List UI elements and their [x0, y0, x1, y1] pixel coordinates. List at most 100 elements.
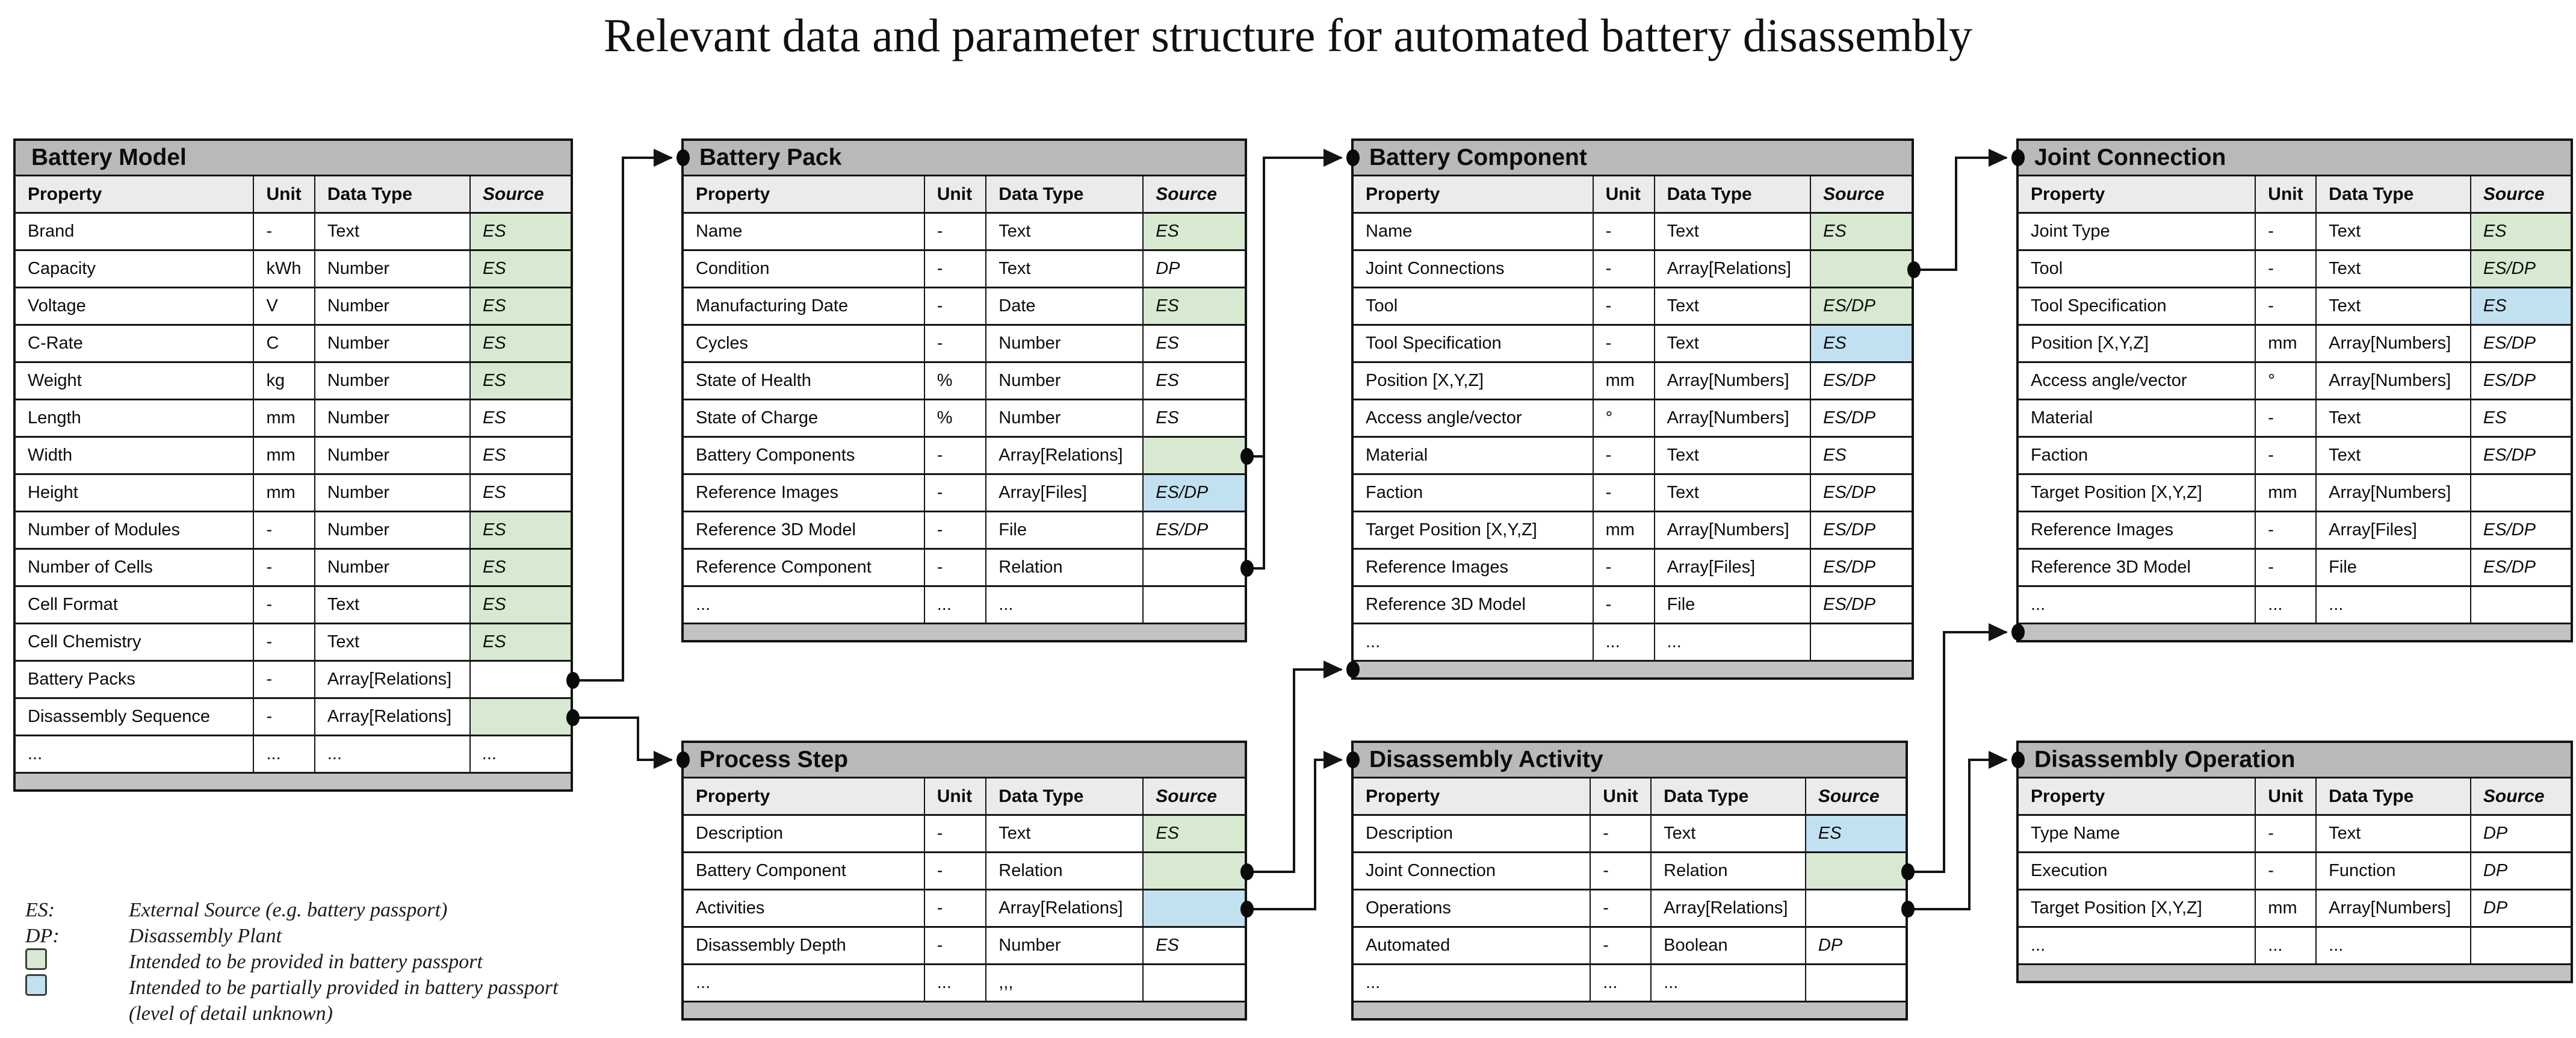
column-header-d: Data Type [986, 779, 1144, 816]
cell-data-type: ... [2317, 587, 2471, 624]
cell-unit: kg [254, 363, 315, 400]
cell-source: ES [1144, 400, 1245, 438]
cell-property: Height [16, 475, 255, 512]
cell-data-type: Text [986, 214, 1144, 251]
cell-source: DP [1806, 928, 1906, 965]
cell-unit: - [1591, 816, 1652, 853]
cell-unit: - [2256, 816, 2317, 853]
cell-source: ES [2471, 400, 2571, 438]
column-header-s: Source [1806, 779, 1906, 816]
cell-source: ES/DP [1811, 512, 1912, 550]
cell-unit: ... [254, 736, 315, 774]
cell-property: Faction [1354, 475, 1594, 512]
cell-source [1144, 965, 1245, 1002]
column-header-p: Property [2019, 779, 2256, 816]
cell-property: Material [2019, 400, 2256, 438]
cell-unit: - [924, 251, 987, 288]
legend-text-es: External Source (e.g. battery passport) [129, 898, 448, 921]
cell-property: Cell Format [16, 587, 255, 624]
battery-model-footer [16, 774, 571, 789]
cell-source: ES/DP [1144, 512, 1245, 550]
legend-row-es: ES: External Source (e.g. battery passpo… [25, 897, 559, 923]
cell-unit: mm [1593, 363, 1655, 400]
cell-data-type: Array[Relations] [986, 438, 1144, 475]
cell-unit: kWh [254, 251, 315, 288]
cell-source: ES/DP [2471, 512, 2571, 550]
cell-source: ES/DP [2471, 550, 2571, 587]
cell-source: ES/DP [2471, 438, 2571, 475]
cell-data-type: Text [986, 251, 1144, 288]
cell-property: Voltage [16, 288, 255, 326]
cell-property: Cycles [684, 326, 925, 363]
connector-battery-model-battery-pack [573, 149, 673, 682]
cell-property: Battery Packs [16, 662, 255, 699]
column-header-u: Unit [1591, 779, 1652, 816]
cell-data-type: Text [1655, 288, 1812, 326]
column-header-d: Data Type [1655, 176, 1812, 214]
cell-property: Position [X,Y,Z] [2019, 326, 2256, 363]
column-header-d: Data Type [2317, 779, 2471, 816]
cell-data-type: Array[Files] [986, 475, 1144, 512]
disassembly-activity-title: Disassembly Activity [1354, 743, 1906, 779]
cell-source: DP [2471, 890, 2571, 928]
cell-unit: - [1593, 438, 1655, 475]
cell-source: ES [2471, 214, 2571, 251]
column-header-d: Data Type [2317, 176, 2471, 214]
cell-unit: - [254, 624, 315, 662]
cell-property: Target Position [X,Y,Z] [2019, 475, 2256, 512]
cell-property: Access angle/vector [1354, 400, 1594, 438]
cell-property: Reference 3D Model [1354, 587, 1594, 624]
cell-data-type: Number [986, 400, 1144, 438]
cell-source: ES [1144, 288, 1245, 326]
cell-source: ES [471, 624, 571, 662]
legend-key-es: ES: [25, 898, 55, 921]
column-header-d: Data Type [1652, 779, 1806, 816]
cell-property: ... [16, 736, 255, 774]
cell-property: Type Name [2019, 816, 2256, 853]
cell-property: Execution [2019, 853, 2256, 890]
cell-source: ES [471, 438, 571, 475]
cell-source [1144, 550, 1245, 587]
cell-source: ES/DP [1811, 288, 1912, 326]
legend-text-blue: Intended to be partially provided in bat… [129, 976, 559, 999]
cell-data-type: Text [2317, 251, 2471, 288]
table-row: Reference Component-Relation [684, 550, 1245, 587]
cell-source: ES/DP [2471, 251, 2571, 288]
table-row: Joint Connections-Array[Relations] [1354, 251, 1912, 288]
cell-unit: ... [1593, 624, 1655, 662]
column-header-p: Property [684, 779, 925, 816]
column-header-u: Unit [2256, 779, 2317, 816]
legend-text-blue-cont: (level of detail unknown) [129, 1002, 333, 1025]
table-row: Disassembly Sequence-Array[Relations] [16, 699, 571, 736]
cell-data-type: Array[Numbers] [2317, 326, 2471, 363]
cell-source: ES/DP [2471, 363, 2571, 400]
cell-unit: - [1593, 214, 1655, 251]
legend-row-green: Intended to be provided in battery passp… [25, 948, 559, 975]
cell-data-type: Array[Numbers] [2317, 890, 2471, 928]
cell-unit: - [2256, 438, 2317, 475]
cell-data-type: Relation [986, 550, 1144, 587]
table-row: ......,,, [684, 965, 1245, 1002]
process-step-title: Process Step [684, 743, 1245, 779]
cell-data-type: Text [2317, 400, 2471, 438]
legend-row-blue: Intended to be partially provided in bat… [25, 974, 559, 1001]
process-step-footer [684, 1002, 1245, 1018]
cell-property: Position [X,Y,Z] [1354, 363, 1594, 400]
cell-source: ES/DP [1811, 550, 1912, 587]
cell-data-type: ,,, [986, 965, 1144, 1002]
cell-source: ES [1144, 816, 1245, 853]
cell-property: Description [1354, 816, 1591, 853]
cell-unit: - [1593, 550, 1655, 587]
